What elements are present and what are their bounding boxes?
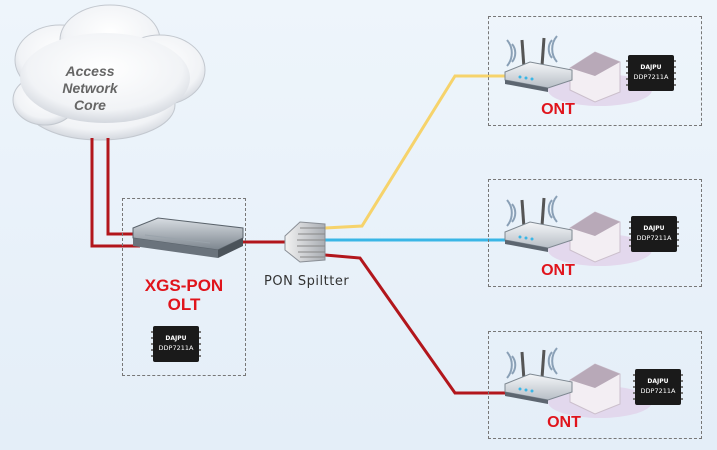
chip-ont-3-brand: DAJPU <box>647 378 668 385</box>
chip-ont-2-part: DDP7211A <box>637 234 672 242</box>
olt-label-line2: OLT <box>167 295 201 314</box>
chip-ont-2: DAJPU DDP7211A <box>629 216 679 252</box>
chip-olt-part: DDP7211A <box>159 344 194 352</box>
cloud-label-line1: Access <box>65 63 115 79</box>
fiber-red <box>324 253 508 395</box>
chip-ont-2-brand: DAJPU <box>643 225 664 232</box>
chip-ont-1-brand: DAJPU <box>640 64 661 71</box>
chip-olt-brand: DAJPU <box>165 335 186 342</box>
olt-group-box <box>122 198 246 376</box>
chip-olt: DAJPU DDP7211A <box>151 326 201 362</box>
cloud-label-line2: Network <box>62 80 118 96</box>
ont-device-2 <box>504 195 652 266</box>
ont-group-box-3 <box>488 331 702 439</box>
access-network-cloud <box>12 4 206 141</box>
olt-label-line1: XGS-PON <box>144 276 224 295</box>
cloud-label: Access Network Core <box>40 63 140 114</box>
ont-label-1: ONT <box>541 101 575 118</box>
chip-ont-1: DAJPU DDP7211A <box>626 55 676 91</box>
chip-ont-3: DAJPU DDP7211A <box>633 369 683 405</box>
splitter-label: PON Spiltter <box>264 274 350 289</box>
chip-ont-1-part: DDP7211A <box>634 73 669 81</box>
ont-device-3 <box>504 347 652 418</box>
olt-device <box>132 217 244 258</box>
chip-ont-3-part: DDP7211A <box>641 387 676 395</box>
fiber-yellow <box>324 74 505 230</box>
ont-group-box-1 <box>488 16 702 126</box>
core-uplink-fibers <box>90 138 140 248</box>
cloud-label-line3: Core <box>74 97 106 113</box>
ont-label-3: ONT <box>547 414 581 431</box>
ont-device-1 <box>504 35 652 106</box>
pon-splitter-device <box>284 221 326 263</box>
ont-group-box-2 <box>488 179 702 287</box>
ont-label-2: ONT <box>541 262 575 279</box>
olt-label: XGS-PON OLT <box>122 276 246 314</box>
